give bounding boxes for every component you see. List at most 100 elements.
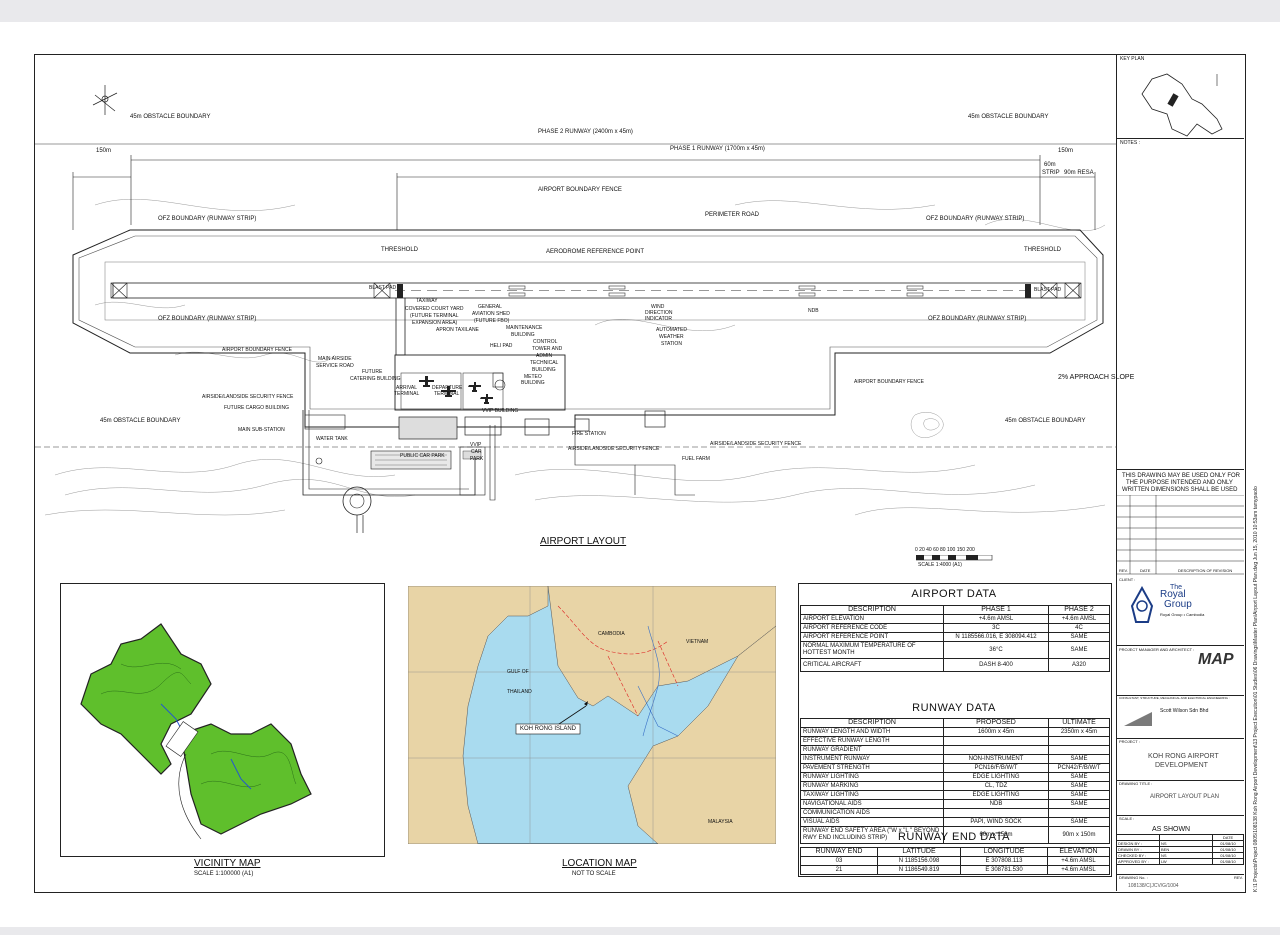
- notes-label: NOTES :: [1120, 140, 1141, 146]
- location-map-scale: NOT TO SCALE: [572, 871, 616, 877]
- consultant-name: Scott Wilson Sdn Bhd: [1160, 708, 1209, 714]
- project-name: DEVELOPMENT: [1155, 762, 1208, 769]
- consultant-label: CONSULTANT, STRUCTURE, MECHANICAL AND EL…: [1119, 696, 1230, 700]
- table-cell: RUNWAY END SAFETY AREA ("W x "L " BEYOND…: [800, 826, 944, 844]
- control-tower-label: CONTROL: [533, 339, 558, 345]
- table-cell: NON-INSTRUMENT: [943, 754, 1049, 764]
- table-cell: N 1185156.098: [877, 856, 961, 866]
- wind-indicator-label: DIRECTION: [645, 310, 673, 316]
- dimension-label: 150m: [96, 148, 112, 154]
- perimeter-road-label: PERIMETER ROAD: [705, 212, 760, 218]
- service-road-label: MAIN AIRSIDE: [318, 356, 352, 362]
- weather-station-label: AUTOMATED: [656, 327, 687, 333]
- column-header: PROPOSED: [943, 718, 1049, 728]
- table-cell: AIRPORT REFERENCE POINT: [800, 632, 944, 642]
- titleblock-rule: [1116, 138, 1244, 139]
- table-row: EFFECTIVE RUNWAY LENGTH: [800, 736, 1110, 746]
- vicinity-map-title: VICINITY MAP: [194, 858, 261, 869]
- table-cell: INSTRUMENT RUNWAY: [800, 754, 944, 764]
- strip-dimension-label: 60m: [1044, 162, 1056, 168]
- drawing-number: 108138/C(JCV/G/1004: [1128, 883, 1179, 889]
- table-cell: [1048, 736, 1110, 746]
- control-tower-label: ADMIN: [536, 353, 553, 359]
- scale-value: AS SHOWN: [1152, 826, 1191, 833]
- table-row: RUNWAY END SAFETY AREA ("W x "L " BEYOND…: [800, 826, 1110, 844]
- table-cell: SAME: [1048, 641, 1110, 659]
- table-cell: APPROVED BY :: [1116, 858, 1160, 865]
- project-label: PROJECT :: [1119, 739, 1140, 744]
- ofz-label: OFZ BOUNDARY (RUNWAY STRIP): [928, 316, 1027, 322]
- table-row: NORMAL MAXIMUM TEMPERATURE OF HOTTEST MO…: [800, 641, 1110, 659]
- table-row: COMMUNICATION AIDS: [800, 808, 1110, 818]
- revision-header: DESCRIPTION OF REVISION: [1178, 568, 1233, 573]
- column-header: LONGITUDE: [960, 847, 1048, 857]
- client-name: Royal: [1160, 589, 1186, 600]
- wind-indicator-label: WIND: [651, 304, 665, 310]
- service-road-label: SERVICE ROAD: [316, 363, 354, 369]
- fence-label: AIRPORT BOUNDARY FENCE: [854, 379, 924, 385]
- phase1-runway-label: PHASE 1 RUNWAY (1700m x 45m): [670, 146, 765, 152]
- blast-pad-label: BLAST PAD: [369, 285, 397, 291]
- location-map-label-gulf: GULF OF: [507, 669, 529, 675]
- table-cell: DASH 8-400: [943, 658, 1049, 672]
- taxiway-label: TAXIWAY: [416, 298, 438, 304]
- security-fence-label: AIRSIDE/LANDSIDE SECURITY FENCE: [202, 394, 294, 400]
- car-park-label: PUBLIC CAR PARK: [400, 453, 445, 459]
- table-cell: SAME: [1048, 799, 1110, 809]
- column-header: DESCRIPTION: [800, 605, 944, 615]
- blast-pad-label: BLAST PAD: [1034, 287, 1062, 293]
- arrival-terminal-label: ARRIVAL: [396, 385, 418, 391]
- fire-station-label: FIRE STATION: [572, 431, 606, 437]
- titleblock-divider: [1116, 54, 1117, 891]
- location-map-label-cambodia: CAMBODIA: [598, 631, 625, 637]
- airport-layout-title: AIRPORT LAYOUT: [540, 536, 627, 547]
- strip-label: STRIP: [1042, 170, 1060, 176]
- table-cell: NORMAL MAXIMUM TEMPERATURE OF HOTTEST MO…: [800, 641, 944, 659]
- maintenance-label: BUILDING: [511, 332, 535, 338]
- ndb-label: NDB: [808, 308, 819, 314]
- table-cell: COMMUNICATION AIDS: [800, 808, 944, 818]
- control-tower-label: TOWER AND: [532, 346, 563, 352]
- fuel-farm-label: FUEL FARM: [682, 456, 710, 462]
- runway-data-title: RUNWAY DATA: [912, 702, 996, 714]
- security-fence-label: AIRSIDE/LANDSIDE SECURITY FENCE: [568, 446, 660, 452]
- location-map-callout: KOH RONG ISLAND: [520, 726, 577, 732]
- table-cell: PCN16/F/B/W/T: [943, 763, 1049, 773]
- table-cell: NDB: [943, 799, 1049, 809]
- table-cell: E 308781.530: [960, 865, 1048, 875]
- arrival-terminal-label: TERMINAL: [394, 391, 420, 397]
- scott-wilson-logo: [1124, 712, 1152, 726]
- file-path-text: K:\1 Projects\Project 0805\108138 Koh Ro…: [1253, 486, 1259, 892]
- titleblock-rule: [1116, 815, 1244, 816]
- ofz-label: OFZ BOUNDARY (RUNWAY STRIP): [926, 216, 1025, 222]
- table-cell: [943, 808, 1049, 818]
- departure-terminal-label: DEPARTURE: [432, 385, 463, 391]
- dimension-label: 150m: [1058, 148, 1074, 154]
- covered-court-label: COVERED COURT YARD: [405, 306, 464, 312]
- vvip-car-park-label: CAR: [471, 449, 482, 455]
- client-label: CLIENT :: [1119, 577, 1136, 582]
- resa-label: 90m RESA: [1064, 170, 1094, 176]
- drawing-number-label: DRAWING No. :: [1119, 875, 1148, 880]
- project-name: KOH RONG AIRPORT: [1148, 753, 1219, 760]
- catering-label: FUTURE: [362, 369, 383, 375]
- threshold-label: THRESHOLD: [1024, 247, 1062, 253]
- map-logo: MAP: [1198, 651, 1234, 668]
- table-cell: N 1185566.016, E 308094.412: [943, 632, 1049, 642]
- table-cell: RUNWAY LENGTH AND WIDTH: [800, 727, 944, 737]
- table-cell: EFFECTIVE RUNWAY LENGTH: [800, 736, 944, 746]
- table-cell: VISUAL AIDS: [800, 817, 944, 827]
- table-cell: EDGE LIGHTING: [943, 790, 1049, 800]
- future-terminal-label: (FUTURE TERMINAL: [410, 313, 459, 319]
- column-header: PHASE 1: [943, 605, 1049, 615]
- titleblock-rule: [1116, 645, 1244, 646]
- client-name: The: [1170, 584, 1183, 591]
